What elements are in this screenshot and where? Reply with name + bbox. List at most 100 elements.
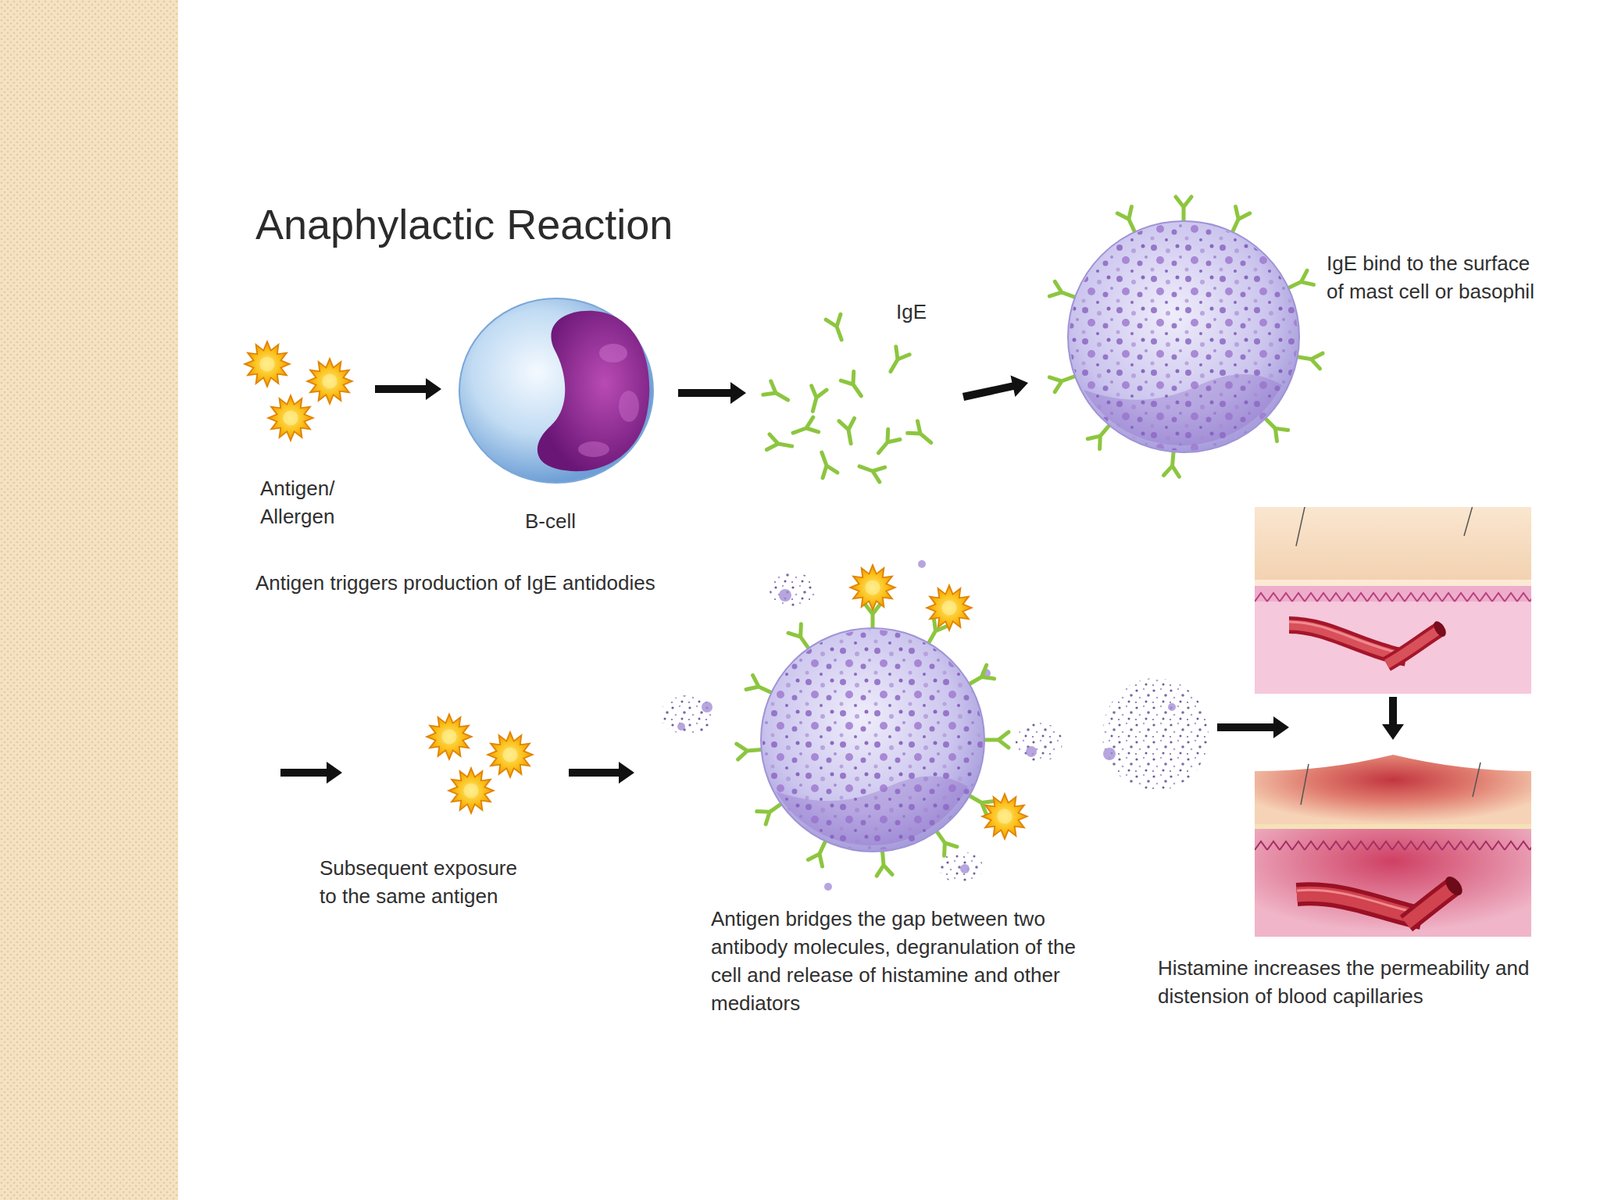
capillary-lumen [1289, 625, 1407, 658]
capillary-highlight [1296, 889, 1422, 915]
b-cell-nucleus [537, 310, 650, 472]
capillary [1289, 625, 1407, 658]
granule [1167, 703, 1176, 711]
granule [701, 701, 713, 713]
down-arrow [1382, 696, 1404, 740]
capillary-opening [1442, 873, 1466, 899]
flow-arrow [375, 378, 442, 400]
bridging-antigens [850, 564, 1028, 840]
note-label: Antigen triggers production of IgE antid… [255, 568, 818, 597]
flow-arrow [1217, 716, 1290, 739]
stage-node: Antigen bridges the gap between two anti… [634, 546, 1218, 1024]
ige-antibody [839, 417, 859, 445]
mast-cell-granules [762, 629, 983, 850]
hair [1300, 764, 1309, 805]
capillary-highlight [1289, 621, 1407, 655]
antigen-star [982, 793, 1028, 840]
mast-cell-drawing [1049, 196, 1323, 477]
capillary [1386, 629, 1440, 665]
ige-antibody [872, 429, 900, 459]
stage-node: Subsequent exposure to the same antigen [312, 703, 569, 911]
stage-caption: Antigen bridges the gap between two anti… [710, 904, 1086, 1018]
ige-antibody [857, 458, 886, 482]
continuation-arrow [280, 761, 343, 784]
mast-cell-nucleus [1083, 374, 1283, 446]
bound-ige [875, 850, 893, 877]
antigen-star [426, 714, 472, 760]
hair [1472, 762, 1481, 797]
ige-antibody [814, 450, 837, 479]
capillary-lumen [1406, 886, 1454, 924]
ige-antibody [805, 385, 827, 414]
granule [1025, 746, 1037, 758]
bound-ige [984, 732, 1009, 748]
hair [1296, 507, 1307, 547]
mast-cell-body [760, 628, 985, 852]
antigen-star [267, 395, 314, 441]
stage-caption: Histamine increases the permeability and… [1157, 953, 1549, 1011]
skin-line [1254, 579, 1532, 586]
stage-node: B-cell [441, 289, 679, 540]
antigen-star [307, 358, 353, 404]
ige-antibody [763, 381, 793, 408]
antigen-star [850, 564, 896, 611]
dermal-papillae [1254, 839, 1532, 855]
antigen-star [244, 341, 290, 387]
epidermis [1254, 507, 1532, 587]
mast-cell-granules [1069, 222, 1298, 451]
stage-node: IgE bind to the surface of mast cell or … [1028, 195, 1568, 485]
flow-arrow [568, 761, 635, 784]
antigen-star [448, 767, 494, 814]
normal-skin [1254, 507, 1532, 694]
capillary-lumen [1386, 629, 1440, 665]
b-cell-drawing [459, 298, 654, 483]
granule [778, 589, 792, 602]
nucleus-blotch [578, 441, 610, 458]
degranulating-cell-drawing [736, 603, 1009, 876]
antigen-star [487, 732, 533, 778]
mast-cell-body [1067, 221, 1300, 453]
nucleus-blotch [618, 390, 640, 422]
mediator-dots [660, 695, 715, 735]
antigen-star [926, 585, 972, 631]
hair [1464, 507, 1475, 536]
released-granules [660, 560, 1063, 891]
inflamed-epidermis [1254, 754, 1532, 827]
stage-caption: IgE bind to the surface of mast cell or … [1326, 249, 1546, 306]
antigen-group [426, 714, 533, 814]
bound-ige [1296, 349, 1323, 369]
ige-antibody [825, 314, 849, 343]
mast-cell-nucleus [775, 776, 968, 847]
bound-ige [1163, 451, 1182, 478]
mediator-dots [1015, 722, 1063, 762]
granule [677, 722, 686, 731]
b-cell-body [459, 298, 654, 483]
granule [1103, 747, 1116, 761]
flow-arrow [678, 382, 747, 404]
ige-antibody [907, 421, 937, 449]
stage-node: Antigen/ Allergen [244, 335, 375, 540]
stage-node: Histamine increases the permeability and… [1289, 500, 1532, 942]
ige-antibody [790, 417, 819, 440]
skin-line [1254, 824, 1532, 829]
diagram-title: Anaphylactic Reaction [255, 200, 673, 249]
granule [917, 560, 926, 568]
granule [960, 864, 970, 874]
histamine-cloud [1102, 678, 1209, 791]
dilated-capillary [1406, 886, 1454, 924]
stage-caption: Subsequent exposure to the same antigen [319, 853, 531, 911]
flow-arrow [962, 375, 1029, 401]
ige-antibody [883, 346, 910, 376]
granule [824, 882, 833, 891]
stage-caption: B-cell [525, 507, 643, 536]
nucleus-blotch [599, 343, 628, 363]
inflamed-dermis [1254, 828, 1532, 937]
dermal-papillae [1254, 590, 1532, 607]
capillary-opening [1431, 619, 1449, 640]
ige-antibody [766, 434, 793, 454]
stage-caption: IgE [896, 297, 959, 326]
bound-ige [1175, 196, 1192, 222]
